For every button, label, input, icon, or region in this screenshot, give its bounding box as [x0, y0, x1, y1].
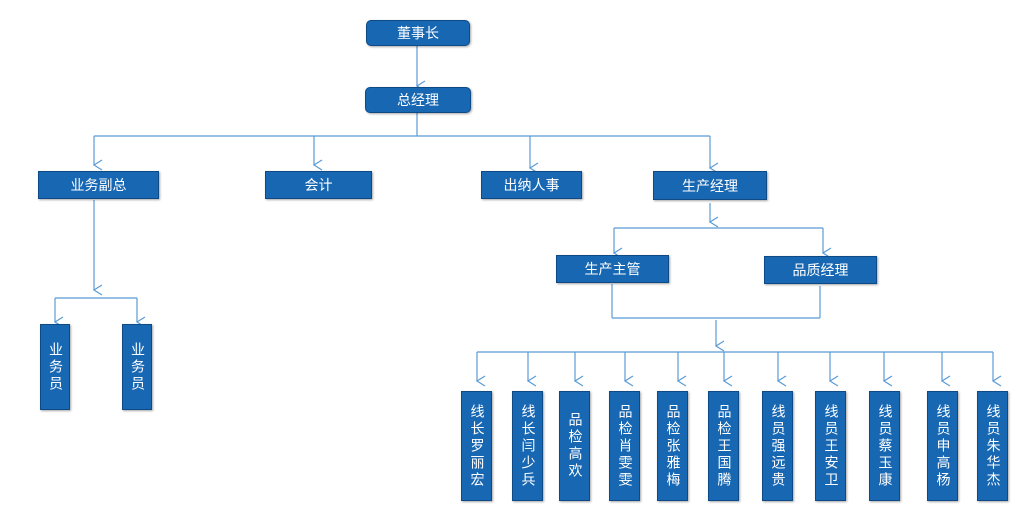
staff-label: 线员蔡玉康 — [876, 403, 893, 489]
vice-president-label: 业务副总 — [70, 178, 127, 194]
staff-label: 品检肖雯雯 — [616, 403, 633, 489]
staff-label: 线长闫少兵 — [519, 403, 536, 489]
accountant-box: 会计 — [265, 171, 372, 199]
staff-box-1: 线长罗丽宏 — [461, 391, 492, 501]
staff-box-9: 线员蔡玉康 — [869, 391, 900, 501]
staff-label: 品检张雅梅 — [664, 403, 681, 489]
salesman-box-1: 业务员 — [40, 324, 70, 410]
staff-label: 线长罗丽宏 — [468, 403, 485, 489]
staff-box-10: 线员申高杨 — [927, 391, 958, 501]
accountant-label: 会计 — [304, 178, 333, 194]
staff-box-3: 品检高欢 — [559, 391, 590, 501]
staff-box-6: 品检王国腾 — [708, 391, 739, 501]
quality-manager-label: 品质经理 — [792, 263, 849, 279]
staff-label: 线员强远贵 — [769, 403, 786, 489]
staff-label: 品检王国腾 — [715, 403, 732, 489]
salesman-label: 业务员 — [129, 341, 145, 393]
staff-box-2: 线长闫少兵 — [512, 391, 543, 501]
staff-label: 线员申高杨 — [934, 403, 951, 489]
staff-label: 品检高欢 — [566, 412, 583, 480]
production-manager-label: 生产经理 — [682, 178, 738, 195]
production-manager-box: 生产经理 — [653, 171, 767, 200]
staff-box-5: 品检张雅梅 — [657, 391, 688, 501]
staff-box-7: 线员强远贵 — [762, 391, 793, 501]
salesman-label: 业务员 — [47, 341, 63, 393]
production-supervisor-box: 生产主管 — [556, 255, 669, 283]
staff-box-8: 线员王安卫 — [815, 391, 846, 501]
staff-box-4: 品检肖雯雯 — [609, 391, 640, 501]
chairman-box: 董事长 — [366, 20, 470, 46]
staff-label: 线员朱华杰 — [984, 403, 1001, 489]
chairman-label: 董事长 — [397, 26, 439, 42]
quality-manager-box: 品质经理 — [764, 256, 877, 284]
vice-president-box: 业务副总 — [38, 171, 159, 199]
salesman-box-2: 业务员 — [122, 324, 152, 410]
production-supervisor-label: 生产主管 — [584, 262, 641, 278]
staff-box-11: 线员朱华杰 — [977, 391, 1008, 501]
general-manager-box: 总经理 — [365, 87, 471, 113]
cashier-hr-box: 出纳人事 — [481, 171, 582, 199]
general-manager-label: 总经理 — [397, 93, 439, 109]
staff-label: 线员王安卫 — [822, 403, 839, 489]
cashier-hr-label: 出纳人事 — [503, 178, 560, 194]
